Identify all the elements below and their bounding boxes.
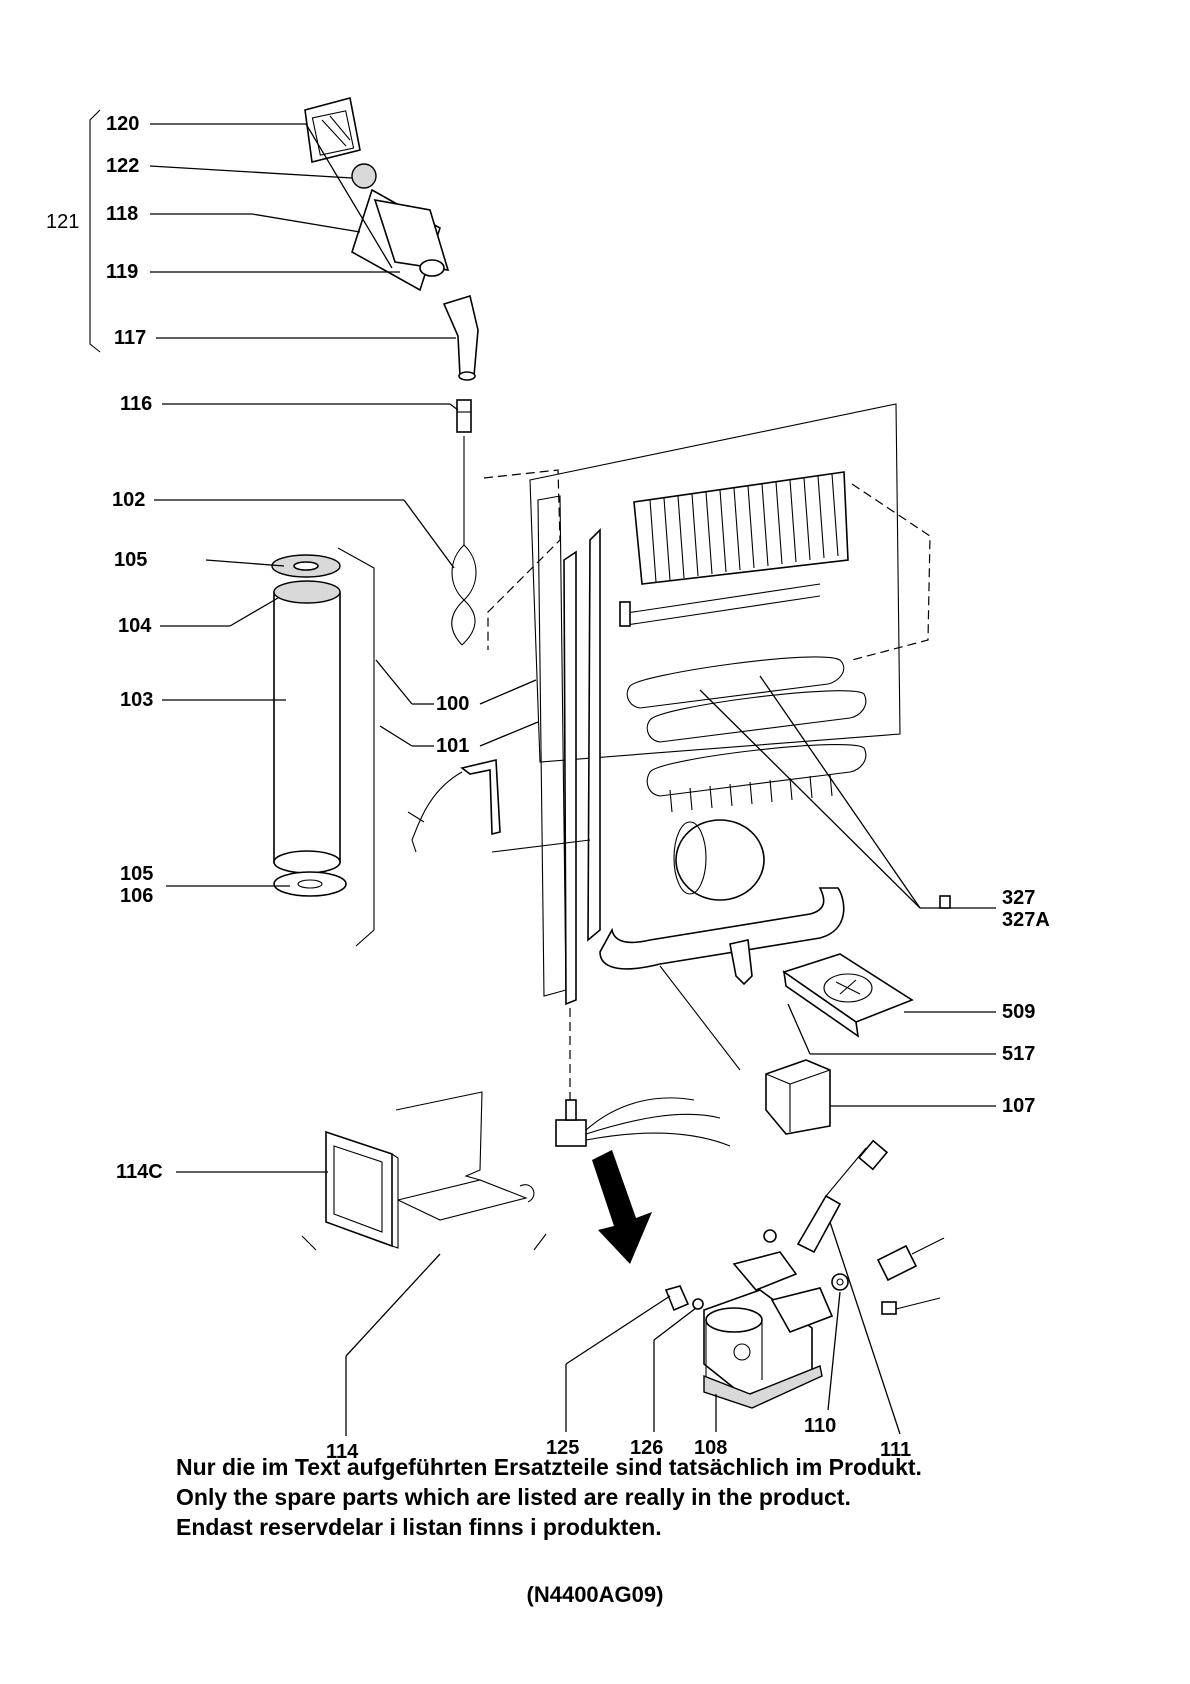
part-label-114c: 114C [116,1161,163,1183]
part-label-101: 101 [436,735,469,757]
part-label-125: 125 [546,1437,579,1459]
fan-part [782,953,914,1038]
note-english: Only the spare parts which are listed ar… [176,1484,851,1510]
reservoir-part [673,819,765,901]
part-label-126: 126 [630,1437,663,1459]
electrode-part [796,1139,889,1254]
screw-part [664,1229,777,1312]
part-label-105-top: 105 [114,549,147,571]
burner-housing-part [555,1097,731,1147]
cooling-tubes-part [563,528,867,1006]
flue-baffle-part [451,436,477,646]
part-label-117: 117 [114,327,146,349]
part-label-114: 114 [326,1441,359,1463]
thermocouple-part [407,759,501,853]
burner-detail-part [703,1251,834,1409]
drawing-code: (N4400AG09) [526,1582,664,1607]
part-label-509: 509 [1002,1001,1035,1023]
part-label-103: 103 [120,689,153,711]
part-label-108: 108 [694,1437,727,1459]
gas-connector-part [876,1237,945,1315]
part-label-327a: 327A [1002,909,1050,931]
detail-arrow [592,1150,652,1264]
part-label-121: 121 [46,211,79,233]
vent-grid-part [351,163,377,189]
notes-block: Nur die im Text aufgeführten Ersatzteile… [176,1452,1136,1542]
flue-elbow-part [442,294,479,381]
insulation-cap-bottom-part [273,871,347,897]
part-label-327: 327 [1002,887,1035,909]
part-label-119: 119 [106,261,138,283]
vent-flange-part [351,188,450,292]
note-german: Nur die im Text aufgeführten Ersatzteile… [176,1454,922,1480]
condenser-fins-part [633,471,849,585]
bracket-part [659,965,831,1135]
insulation-cylinder-part [273,580,341,874]
note-swedish: Endast reservdelar i listan finns i prod… [176,1514,662,1540]
insulation-cap-top-part [271,554,341,578]
part-label-116: 116 [120,393,152,415]
cover-plate-part [395,1091,535,1221]
nozzle-part [831,1273,849,1291]
part-label-102: 102 [112,489,145,511]
part-label-100: 100 [436,693,469,715]
part-label-122: 122 [106,155,139,177]
part-label-517: 517 [1002,1043,1035,1065]
part-label-120: 120 [106,113,139,135]
part-label-104: 104 [118,615,152,637]
flue-joint-part [456,399,472,433]
part-label-106: 106 [120,885,153,907]
part-label-110: 110 [804,1415,836,1437]
vent-cover-part [304,97,361,163]
part-label-118: 118 [106,203,138,225]
part-label-107: 107 [1002,1095,1035,1117]
part-label-105-bottom: 105 [120,863,153,885]
part-label-111: 111 [880,1439,911,1461]
door-frame-part [325,1130,399,1249]
